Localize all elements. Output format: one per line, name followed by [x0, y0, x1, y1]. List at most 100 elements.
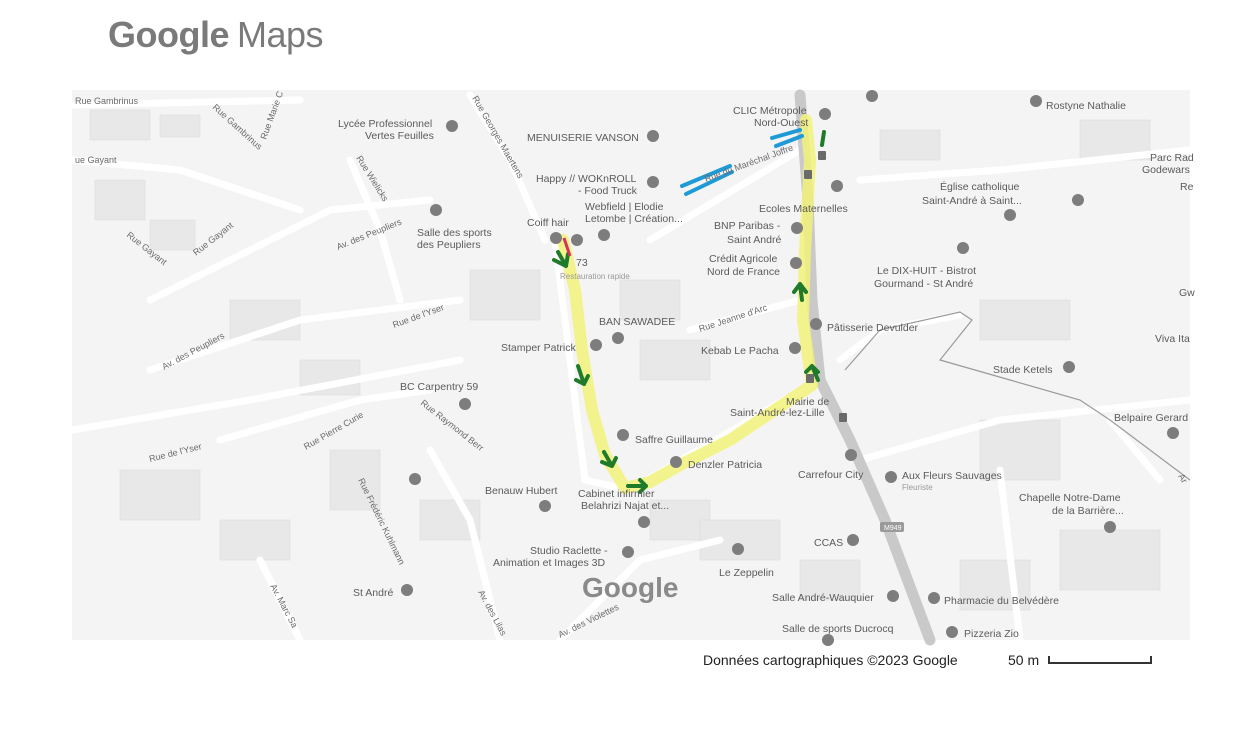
- pin-icon: [622, 546, 634, 558]
- pin-icon: [822, 634, 834, 646]
- road-badge: [880, 522, 904, 532]
- label-eglise1: Église catholique: [940, 180, 1020, 193]
- pin-icon: [847, 534, 859, 546]
- label-clic: CLIC Métropole: [733, 105, 807, 117]
- bus-stop-icon: [818, 151, 826, 160]
- route-direction-arrows: [552, 130, 826, 494]
- poi-pins: [401, 90, 1179, 646]
- label-happy2: - Food Truck: [578, 185, 638, 197]
- label-cabinet1: Cabinet infirmier: [578, 488, 655, 500]
- label-eglise2: Saint-André à Saint...: [922, 195, 1022, 207]
- route-start-mark: [562, 237, 572, 257]
- route-blue-annotation: [680, 128, 804, 196]
- label-pharmacie: Pharmacie du Belvédère: [944, 595, 1059, 607]
- pin-icon: [957, 242, 969, 254]
- label-ducroq: Salle de sports Ducrocq: [782, 623, 894, 635]
- label-bnp1: BNP Paribas -: [714, 220, 781, 232]
- label-patisserie: Pâtisserie Devulder: [827, 322, 919, 334]
- pin-icon: [647, 130, 659, 142]
- pin-icon: [791, 222, 803, 234]
- label-denzler: Denzler Patricia: [688, 459, 762, 471]
- label-standre: St André: [353, 587, 393, 599]
- label-cabinet2: Belahrizi Najat et...: [581, 500, 669, 512]
- pin-icon: [1072, 194, 1084, 206]
- label-stamper: Stamper Patrick: [501, 342, 576, 354]
- pin-icon: [1167, 427, 1179, 439]
- label-coiff: Coiff hair: [527, 217, 569, 229]
- label-lycee1: Lycée Professionnel: [338, 118, 432, 130]
- road-gayant1: ue Gayant: [75, 155, 117, 165]
- bus-stop-icon: [804, 170, 812, 179]
- pin-icon: [819, 108, 831, 120]
- map-attribution[interactable]: Données cartographiques ©2023 Google: [703, 652, 958, 668]
- pin-icon: [866, 90, 878, 102]
- pin-icon: [638, 516, 650, 528]
- label-parc2: Godewars: [1142, 164, 1190, 176]
- road-badge-label: M949: [884, 525, 902, 532]
- pin-icon: [928, 592, 940, 604]
- pin-icon: [887, 590, 899, 602]
- label-ecoles: Ecoles Maternelles: [759, 203, 848, 215]
- label-benauw: Benauw Hubert: [485, 485, 557, 497]
- label-credit1: Crédit Agricole: [709, 253, 777, 265]
- label-fleurs2: Fleuriste: [902, 483, 933, 492]
- label-studio1: Studio Raclette -: [530, 545, 608, 557]
- label-fleurs1: Aux Fleurs Sauvages: [902, 470, 1002, 482]
- pin-icon: [1063, 361, 1075, 373]
- label-credit2: Nord de France: [707, 266, 780, 278]
- stade-outline: [844, 311, 1191, 481]
- place-labels: CLIC Métropole Nord-Ouest Rostyne Nathal…: [338, 100, 1195, 640]
- pin-icon: [647, 176, 659, 188]
- logo-brand: Google: [108, 14, 230, 55]
- label-ccas: CCAS: [814, 537, 843, 549]
- pin-icon: [612, 332, 624, 344]
- label-webfield1: Webfield | Elodie: [585, 201, 664, 213]
- label-rostyne: Rostyne Nathalie: [1046, 100, 1126, 112]
- label-saffre: Saffre Guillaume: [635, 434, 713, 446]
- pin-icon: [1004, 209, 1016, 221]
- route-highlight: [557, 114, 818, 494]
- label-resto: Restauration rapide: [560, 272, 630, 281]
- road-ar: Ar: [1176, 472, 1189, 485]
- scale-label[interactable]: 50 m: [1008, 652, 1040, 668]
- label-chapelle1: Chapelle Notre-Dame: [1019, 492, 1121, 504]
- pin-icon: [598, 229, 610, 241]
- pin-icon: [732, 543, 744, 555]
- label-salle-peupliers2: des Peupliers: [417, 239, 481, 251]
- label-ban: BAN SAWADEE: [599, 316, 675, 328]
- pin-icon: [670, 456, 682, 468]
- label-parc3: Re: [1180, 181, 1194, 193]
- google-watermark: Google: [582, 572, 679, 603]
- road-gambrinus1: Rue Gambrinus: [75, 96, 139, 106]
- pin-icon: [1104, 521, 1116, 533]
- label-zeppelin: Le Zeppelin: [719, 567, 774, 579]
- label-carrefour: Carrefour City: [798, 469, 864, 481]
- pin-icon: [446, 120, 458, 132]
- pin-icon: [790, 257, 802, 269]
- pin-icon: [459, 398, 471, 410]
- pin-icon: [430, 204, 442, 216]
- label-menuiserie: MENUISERIE VANSON: [527, 132, 639, 144]
- label-lycee2: Vertes Feuilles: [365, 130, 434, 142]
- label-gw: Gw: [1179, 287, 1195, 299]
- pin-icon: [590, 339, 602, 351]
- pin-icon: [539, 500, 551, 512]
- scale-bar[interactable]: [1048, 656, 1152, 664]
- pin-icon: [409, 473, 421, 485]
- label-parc1: Parc Rad: [1150, 152, 1194, 164]
- logo-product: Maps: [237, 14, 324, 55]
- label-wauquier: Salle André-Wauquier: [772, 592, 874, 604]
- label-dixhuit1: Le DIX-HUIT - Bistrot: [877, 265, 976, 277]
- label-webfield2: Letombe | Création...: [585, 213, 683, 225]
- label-mairie2: Saint-André-lez-Lille: [730, 407, 825, 419]
- label-dixhuit2: Gourmand - St André: [874, 278, 973, 290]
- label-kebab: Kebab Le Pacha: [701, 345, 779, 357]
- label-mairie1: Mairie de: [786, 396, 829, 408]
- label-clic2: Nord-Ouest: [754, 117, 808, 129]
- label-salle-peupliers1: Salle des sports: [417, 227, 492, 239]
- label-bnp2: Saint André: [727, 234, 781, 246]
- pin-icon: [845, 449, 857, 461]
- label-belpaire: Belpaire Gerard: [1114, 412, 1188, 424]
- pin-icon: [550, 232, 562, 244]
